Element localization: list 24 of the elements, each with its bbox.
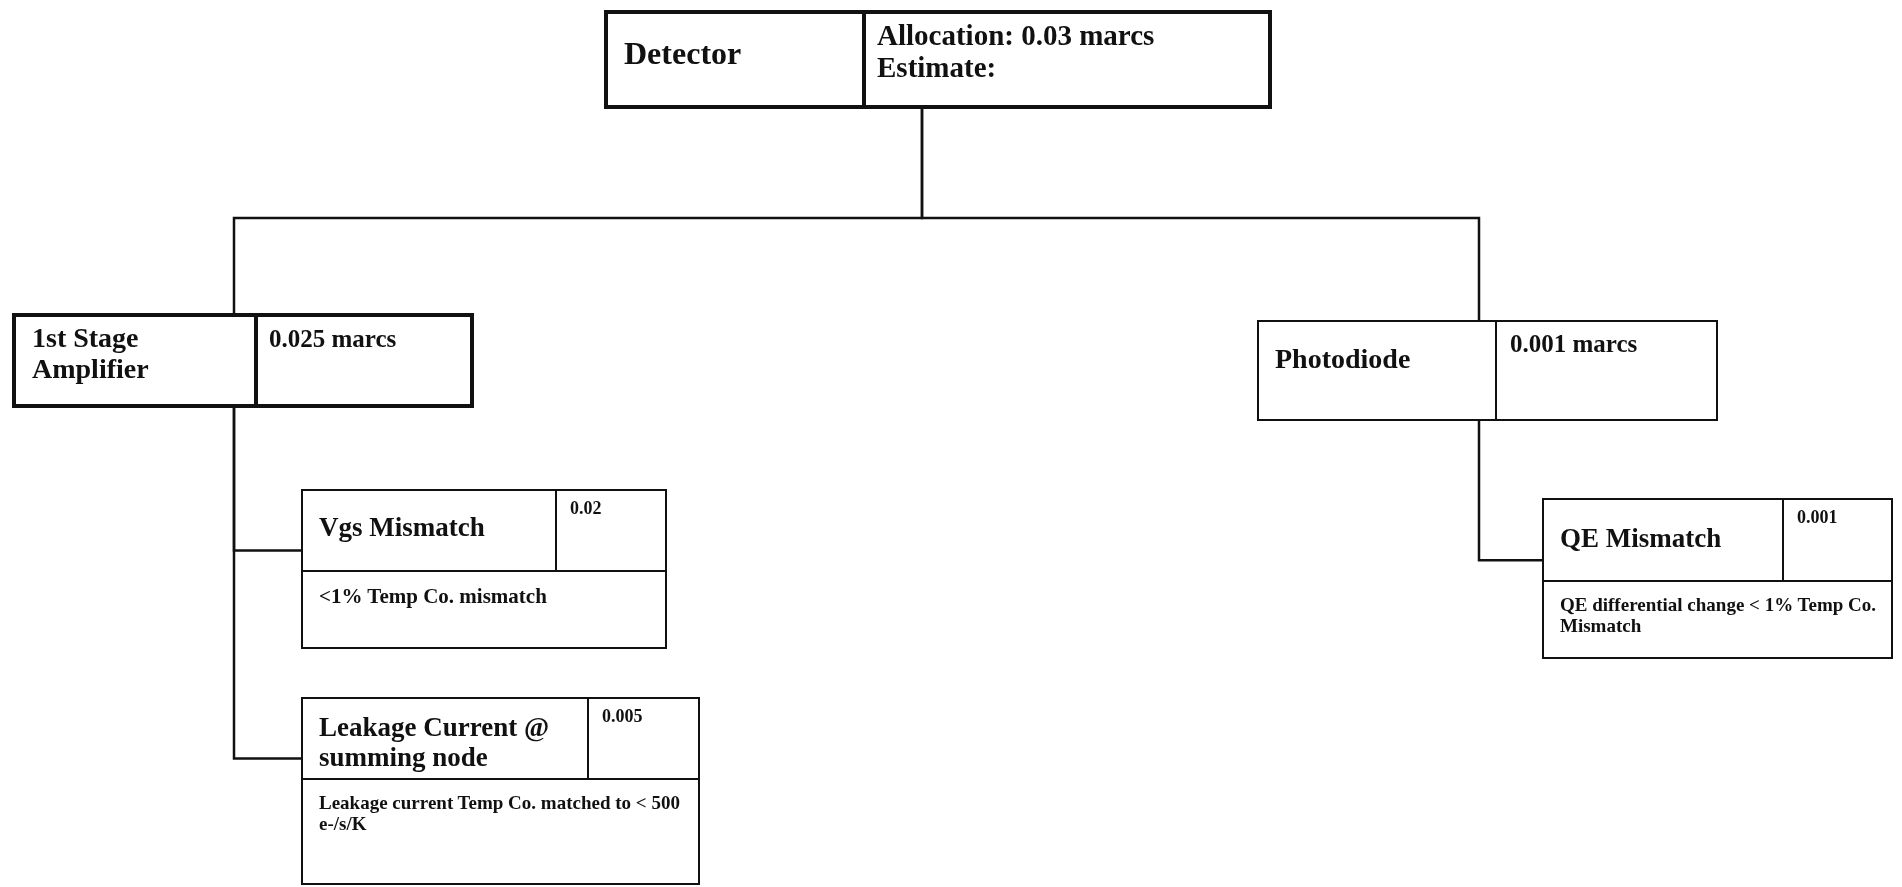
requirement-note: <1% Temp Co. mismatch xyxy=(319,585,548,609)
component-name: 1st Stage Amplifier xyxy=(32,323,150,385)
component-name: Detector xyxy=(624,36,743,72)
component-box xyxy=(301,489,667,649)
component-box xyxy=(12,313,474,408)
budget-value: 0.02 xyxy=(570,499,603,519)
budget-value: 0.001 xyxy=(1797,508,1839,528)
component-name: QE Mismatch xyxy=(1560,524,1723,554)
component-box xyxy=(301,697,700,885)
budget-value: 0.025 marcs xyxy=(269,325,398,353)
requirement-note: QE differential change < 1% Temp Co. Mismatch xyxy=(1560,595,1878,637)
connector-line xyxy=(920,109,1481,320)
connector-line xyxy=(232,408,301,760)
component-name: Vgs Mismatch xyxy=(319,513,486,543)
component-box xyxy=(604,10,1272,109)
component-box xyxy=(1257,320,1718,421)
component-name: Leakage Current @ summing node xyxy=(319,713,551,773)
budget-value: 0.001 marcs xyxy=(1510,330,1639,358)
connector-line xyxy=(1477,421,1542,562)
requirement-note: Leakage current Temp Co. matched to < 500 e-/s/K xyxy=(319,793,681,835)
component-box xyxy=(1542,498,1893,659)
budget-value: 0.005 xyxy=(602,707,644,727)
component-name: Photodiode xyxy=(1275,344,1412,375)
budget-value: Allocation: 0.03 marcs Estimate: xyxy=(877,20,1156,84)
